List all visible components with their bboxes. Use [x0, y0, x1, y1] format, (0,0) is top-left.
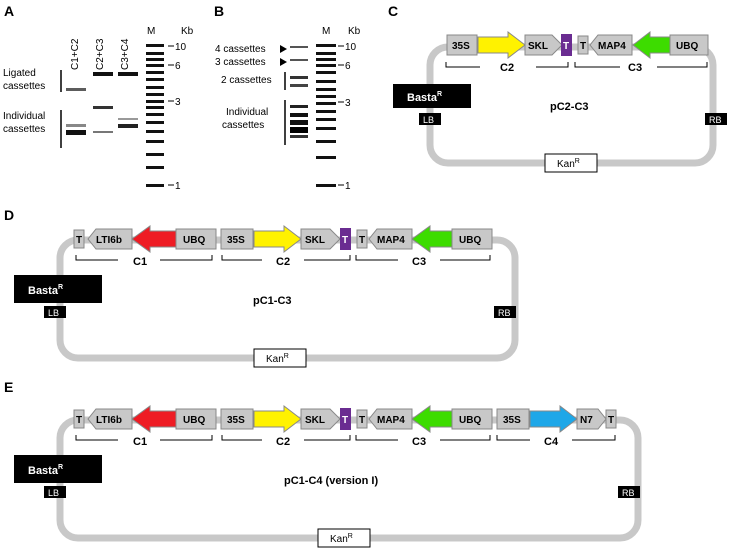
unit-label-b: Kb — [348, 26, 361, 37]
panel-c-label: C — [388, 3, 398, 19]
panel-d-label: D — [4, 207, 14, 223]
ladder-a — [146, 44, 164, 187]
rb-c: RB — [709, 115, 722, 125]
element-lti6b-e: LTI6b — [96, 415, 122, 426]
size-3-a: 3 — [175, 97, 181, 108]
group-c1-e: C1 — [133, 436, 147, 448]
element-skl-e: SKL — [305, 415, 325, 426]
marker-label-b: M — [322, 26, 330, 37]
element-t2-d: T — [359, 235, 365, 246]
gel-b — [290, 46, 308, 138]
element-ubq2-d: UBQ — [459, 235, 481, 246]
size-10-b: 10 — [345, 42, 357, 53]
plasmid-name-d: pC1-C3 — [253, 295, 292, 307]
group-c3-c: C3 — [628, 62, 642, 74]
annotation-4-cassettes: 4 cassettes — [215, 44, 266, 55]
element-35s-c: 35S — [452, 41, 470, 52]
group-c1-d: C1 — [133, 256, 147, 268]
lb-d: LB — [48, 308, 59, 318]
group-c2-e: C2 — [276, 436, 290, 448]
element-lti6b-d: LTI6b — [96, 235, 122, 246]
size-1-a: 1 — [175, 181, 181, 192]
size-3-b: 3 — [345, 98, 351, 109]
kan-c: KanR — [557, 158, 580, 170]
lb-e: LB — [48, 488, 59, 498]
element-ubq1-e: UBQ — [183, 415, 205, 426]
plasmid-name-c: pC2-C3 — [550, 101, 589, 113]
element-ubq2-e: UBQ — [459, 415, 481, 426]
basta-e: BastaR — [28, 464, 63, 477]
basta-d: BastaR — [28, 284, 63, 297]
annotation-individual: Individual — [3, 111, 45, 122]
annotation-individual-b-2: cassettes — [222, 120, 264, 131]
panel-e: E T LTI6b UBQ 35S SKL T T MAP4 UBQ 35S N… — [4, 379, 642, 548]
element-35s2-e: 35S — [503, 415, 521, 426]
lane-label-3: C3+C4 — [120, 38, 131, 70]
panel-b-label: B — [214, 3, 224, 19]
element-t1-d: T — [76, 235, 82, 246]
panel-e-label: E — [4, 379, 13, 395]
element-t1-e: T — [76, 415, 82, 426]
element-t2-e: T — [359, 415, 365, 426]
ladder-b — [316, 44, 336, 187]
element-t3-e: T — [608, 415, 614, 426]
rb-e: RB — [622, 488, 635, 498]
group-c2-d: C2 — [276, 256, 290, 268]
element-n7-e: N7 — [580, 415, 593, 426]
gel-a — [66, 44, 164, 187]
element-t-purple-c: T — [563, 41, 569, 52]
element-skl-c: SKL — [528, 41, 548, 52]
panel-a: A C1+C2 C2+C3 C3+C4 M Kb Ligated cassett… — [3, 3, 194, 192]
panel-b: B M Kb 4 cassettes 3 cassettes 2 cassett… — [214, 3, 361, 192]
annotation-individual-b: Individual — [226, 107, 268, 118]
size-10-a: 10 — [175, 42, 187, 53]
element-t-purple-d: T — [342, 235, 348, 246]
element-map4-e: MAP4 — [377, 415, 405, 426]
group-c3-e: C3 — [412, 436, 426, 448]
size-1-b: 1 — [345, 181, 351, 192]
unit-label-a: Kb — [181, 26, 194, 37]
lane-label-2: C2+C3 — [95, 38, 106, 70]
element-map4-c: MAP4 — [598, 41, 626, 52]
group-c4-e: C4 — [544, 436, 559, 448]
annotation-2-cassettes: 2 cassettes — [221, 75, 272, 86]
panel-d: D T LTI6b UBQ 35S SKL T T MAP4 UBQ C1 C2… — [4, 207, 519, 368]
lb-c: LB — [423, 115, 434, 125]
panel-c: C 35S SKL T T MAP4 UBQ C2 C3 BastaR LB R… — [388, 3, 727, 173]
element-ubq1-d: UBQ — [183, 235, 205, 246]
kan-d: KanR — [266, 353, 289, 365]
annotation-individual-2: cassettes — [3, 124, 45, 135]
kan-e: KanR — [330, 533, 353, 545]
element-ubq-c: UBQ — [676, 41, 698, 52]
element-35s1-e: 35S — [227, 415, 245, 426]
panel-a-label: A — [4, 3, 14, 19]
element-skl-d: SKL — [305, 235, 325, 246]
annotation-3-cassettes: 3 cassettes — [215, 57, 266, 68]
lane-label-1: C1+C2 — [70, 38, 81, 70]
annotation-ligated: Ligated — [3, 68, 36, 79]
element-t-purple-e: T — [342, 415, 348, 426]
size-6-a: 6 — [175, 61, 181, 72]
element-t-c: T — [580, 41, 586, 52]
group-c3-d: C3 — [412, 256, 426, 268]
marker-label-a: M — [147, 26, 155, 37]
rb-d: RB — [498, 308, 511, 318]
annotation-ligated-2: cassettes — [3, 81, 45, 92]
element-35s-d: 35S — [227, 235, 245, 246]
element-map4-d: MAP4 — [377, 235, 405, 246]
basta-c: BastaR — [407, 91, 442, 104]
group-c2-c: C2 — [500, 62, 514, 74]
size-6-b: 6 — [345, 61, 351, 72]
plasmid-name-e: pC1-C4 (version I) — [284, 475, 378, 487]
